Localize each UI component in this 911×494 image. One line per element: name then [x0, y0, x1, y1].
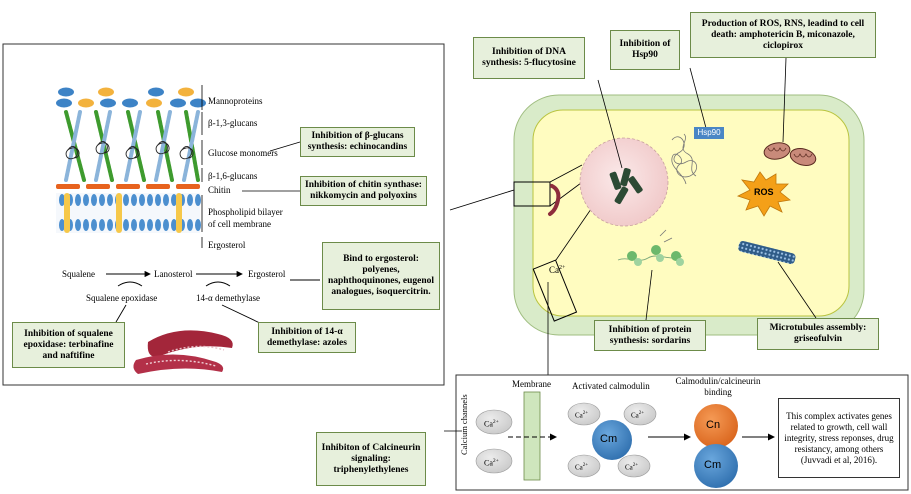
ca-ion-label: Ca2+ — [484, 419, 499, 429]
box-microtubules: Microtubules assembly: griseofulvin — [757, 318, 879, 350]
box-demethylase-inhibition: Inhibition of 14-α demethylase: azoles — [258, 322, 356, 353]
ros-star-shape — [736, 171, 791, 217]
box-squalene-inhibition: Inhibition of squalene epoxidase: terbin… — [12, 322, 125, 368]
ca-ion-label: Ca2+ — [625, 463, 639, 472]
ca-ion-label: Ca2+ — [575, 463, 589, 472]
box-ergosterol-binding: Bind to ergosterol: polyenes, naphthoqui… — [322, 242, 440, 310]
box-calcineurin-inhibition: Inhibiton of Calcineurin signaling: trip… — [316, 432, 426, 486]
hsp90-tag: Hsp90 — [694, 127, 724, 139]
activated-calmodulin-label: Activated calmodulin — [572, 381, 650, 391]
ca-ion-label: Ca2+ — [575, 411, 589, 420]
box-protein-inhibition: Inhibition of protein synthesis: sordari… — [594, 320, 706, 351]
membrane-label: Membrane — [512, 379, 551, 389]
cm-label: Cm — [704, 459, 722, 471]
box-dna-inhibition: Inhibition of DNA synthesis: 5-flucytosi… — [473, 37, 585, 79]
label-bilayer-line2: of cell membrane — [208, 219, 271, 229]
calcineurin-result-box: This complex activates genes related to … — [778, 398, 900, 478]
mannoproteins-row — [56, 87, 206, 108]
pathway-lanosterol: Lanosterol — [154, 269, 193, 279]
binding-label-line1: Calmodulin/calcineurin — [675, 376, 761, 386]
hsp90-structure — [671, 133, 698, 185]
fungal-cell — [513, 57, 865, 410]
chitin-layer — [56, 184, 200, 189]
label-glucose-monomers: Glucose monomers — [208, 148, 278, 158]
phospholipid-bilayer — [56, 193, 201, 233]
cn-label: Cn — [706, 419, 721, 431]
box-hsp90-inhibition: Inhibition of Hsp90 — [610, 30, 680, 70]
cm-label: Cm — [600, 433, 618, 445]
ca-ion-label: Ca2+ — [631, 411, 645, 420]
pathway-ergosterol: Ergosterol — [248, 269, 286, 279]
ros-label: ROS — [754, 187, 774, 197]
microtubule — [738, 240, 796, 264]
hyphae-illustration — [133, 330, 233, 374]
ca-ion-label: Ca2+ — [484, 458, 499, 468]
pathway-arrows — [106, 189, 515, 325]
glucose-loops — [65, 141, 194, 160]
box-ros-production: Production of ROS, RNS, leadind to cell … — [690, 12, 876, 58]
label-bilayer-line1: Phospholipid bilayer — [208, 207, 283, 217]
mitochondria — [763, 142, 817, 166]
glucan-fibers — [64, 110, 200, 182]
ribosomes — [617, 229, 684, 266]
ca-cell-label: Ca2+ — [549, 265, 566, 275]
cell-wall-panel — [2, 43, 515, 386]
pathway-enzyme-demethylase: 14-α demethylase — [196, 293, 260, 303]
calcium-channels-label: Calcium channels — [459, 394, 469, 455]
label-chitin: Chitin — [208, 185, 231, 195]
binding-label-line2: binding — [704, 387, 732, 397]
label-b16-glucans: β-1,6-glucans — [208, 171, 258, 181]
label-ergosterol: Ergosterol — [208, 240, 246, 250]
label-mannoproteins: Mannoproteins — [208, 96, 263, 106]
label-b13-glucans: β-1,3-glucans — [208, 118, 258, 128]
dna-drug-cluster — [609, 167, 643, 205]
pathway-enzyme-squalene-epoxidase: Squalene epoxidase — [86, 293, 158, 303]
layer-brackets — [201, 85, 301, 248]
box-glucans-inhibition: Inhibition of β-glucans synthesis: echin… — [300, 127, 415, 157]
box-chitin-inhibition: Inhibition of chitin synthase: nikkomyci… — [300, 176, 427, 206]
pathway-squalene: Squalene — [62, 269, 95, 279]
